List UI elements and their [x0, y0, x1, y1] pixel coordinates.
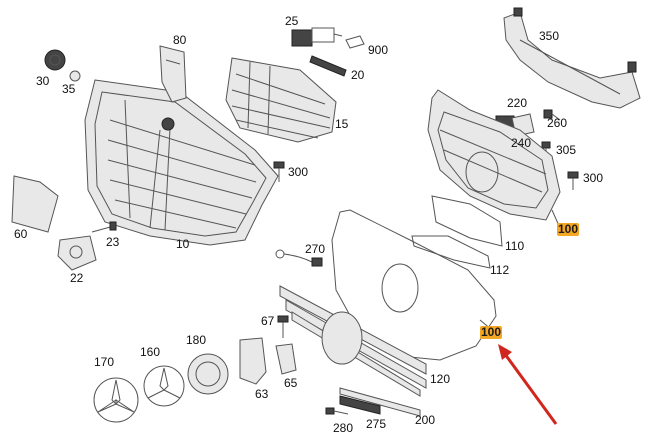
label-part-350: 350 — [539, 29, 560, 43]
label-part-15: 15 — [335, 117, 349, 131]
label-part-170: 170 — [94, 355, 115, 369]
bracket-part-65 — [275, 343, 297, 375]
label-part-25: 25 — [285, 14, 299, 28]
bumper-bracket-part-350 — [503, 7, 641, 109]
emblem-part-30 — [44, 49, 66, 71]
star-emblem-part-160 — [143, 365, 185, 407]
screw-part-280 — [325, 407, 349, 415]
clip-part-20 — [309, 55, 347, 77]
label-part-160: 160 — [140, 345, 161, 359]
label-part-30: 30 — [36, 74, 50, 88]
label-part-63: 63 — [255, 387, 269, 401]
connector-part-900 — [345, 35, 365, 49]
label-part-180: 180 — [186, 333, 207, 347]
label-part-20: 20 — [351, 68, 365, 82]
label-part-260: 260 — [547, 116, 568, 130]
clip-part-275 — [339, 395, 381, 415]
label-part-23: 23 — [106, 235, 120, 249]
label-part-305: 305 — [556, 143, 577, 157]
screw-part-67 — [277, 315, 289, 338]
label-part-240: 240 — [511, 136, 532, 150]
clip-part-35 — [69, 70, 81, 82]
label-part-120: 120 — [430, 372, 451, 386]
label-part-80: 80 — [173, 33, 187, 47]
label-part-300-right: 300 — [583, 171, 604, 185]
label-part-10: 10 — [176, 237, 190, 251]
grille-frame-part-100-upper — [427, 89, 561, 221]
screw-part-300-right — [567, 171, 579, 190]
screw-part-260 — [543, 109, 561, 121]
radar-sensor-part-22 — [57, 235, 97, 271]
label-part-22: 22 — [70, 271, 84, 285]
red-arrow-indicator — [498, 344, 558, 425]
trim-strip-part-200 — [339, 387, 421, 417]
bracket-part-80 — [159, 45, 187, 103]
cover-part-60 — [11, 175, 59, 233]
screw-part-300-left — [273, 161, 285, 182]
sensor-cable-part-270 — [275, 249, 323, 267]
sensor-part-25 — [291, 27, 343, 47]
label-part-100-lower: 100 — [480, 325, 503, 339]
label-part-112: 112 — [490, 263, 510, 277]
label-part-110: 110 — [505, 239, 525, 253]
label-part-300-left: 300 — [288, 165, 309, 179]
label-part-280: 280 — [333, 421, 354, 435]
label-part-60: 60 — [14, 227, 28, 241]
mesh-insert-part-112 — [411, 235, 491, 269]
mesh-insert-part-110 — [431, 195, 503, 247]
star-emblem-part-170 — [93, 377, 139, 423]
label-part-67: 67 — [261, 314, 275, 328]
mesh-grille-part-100-lower — [331, 209, 497, 361]
emblem-base-part-180 — [187, 353, 229, 395]
label-part-900: 900 — [368, 43, 389, 57]
label-part-100-upper: 100 — [557, 222, 580, 236]
label-part-65: 65 — [284, 376, 298, 390]
label-part-275: 275 — [366, 417, 387, 431]
louver-insert-part-15 — [225, 57, 337, 143]
screw-part-23 — [91, 221, 117, 233]
main-grille-part-10 — [84, 79, 279, 246]
label-part-270: 270 — [305, 242, 326, 256]
label-part-35: 35 — [62, 82, 76, 96]
chrome-louvers-part-120 — [279, 285, 427, 397]
label-part-200: 200 — [415, 413, 436, 427]
mount-plate-part-63 — [239, 337, 267, 385]
label-part-220: 220 — [507, 96, 528, 110]
